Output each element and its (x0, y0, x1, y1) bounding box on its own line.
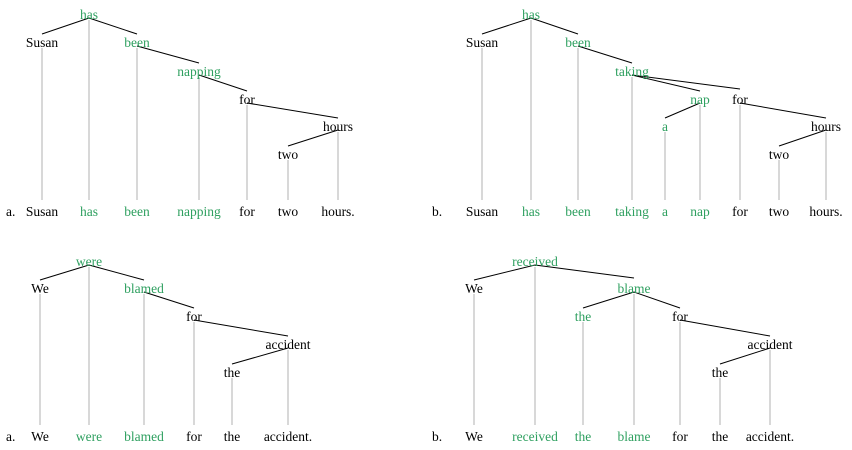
tree-node-for: for (732, 92, 748, 107)
dependency-edge (719, 347, 771, 365)
tree-node-we: We (465, 281, 483, 296)
tree-node-a: a (662, 119, 668, 134)
sentence-word: a (662, 204, 668, 219)
dependency-edge (88, 17, 138, 35)
dependency-edge (664, 102, 701, 119)
dependency-edge (577, 45, 633, 64)
tree-node-accident: accident (265, 337, 311, 352)
dependency-edge (778, 129, 827, 147)
dependency-edge (534, 264, 635, 279)
tree-node-two: two (768, 147, 790, 162)
sentence-word: We (465, 429, 483, 444)
tree-node-hours: hours (323, 119, 353, 134)
tree-node-received: received (512, 254, 558, 269)
example-label: a. (6, 204, 16, 219)
tree-edges (481, 17, 827, 200)
dependency-edge (246, 102, 339, 119)
sentence-word: the (223, 429, 241, 444)
sentence-word: for (732, 204, 748, 219)
tree-node-the2: the (711, 365, 729, 380)
sentence-word: the (711, 429, 729, 444)
tree-node-accident: accident (747, 337, 793, 352)
sentence-word: for (672, 429, 688, 444)
tree-node-for: for (186, 309, 202, 324)
tree-edges (41, 17, 339, 200)
tree-node-napping: napping (177, 64, 221, 79)
example-label: b. (432, 204, 443, 219)
tree-edges (473, 264, 771, 425)
sentence-word: were (75, 429, 103, 444)
dependency-edge (143, 291, 195, 309)
sentence-word: for (239, 204, 255, 219)
example-label: a. (6, 429, 16, 444)
dependency-edge (679, 319, 771, 337)
tree-node-taking: taking (615, 64, 649, 79)
tree-node-hours: hours (811, 119, 841, 134)
sentence-word: two (768, 204, 790, 219)
dependency-edge (633, 291, 681, 309)
sentence-word: the (574, 429, 592, 444)
sentence-word: accident. (745, 429, 795, 444)
tree-node-been: been (124, 35, 150, 50)
tree-node-were: were (75, 254, 103, 269)
sentence-word: been (565, 204, 591, 219)
tree-node-susan: Susan (25, 35, 59, 50)
sentence-word: Susan (25, 204, 59, 219)
tree-node-for: for (672, 309, 688, 324)
dependency-edge (582, 291, 635, 309)
dependency-edge (41, 17, 90, 35)
sentence-word: two (277, 204, 299, 219)
dependency-edge (631, 74, 741, 90)
sentence-word: We (31, 429, 49, 444)
sentence-word: been (124, 204, 150, 219)
dependency-edge (198, 74, 248, 92)
tree-edges (39, 264, 289, 425)
dependency-edge (530, 17, 579, 35)
dependency-edge (39, 264, 90, 281)
tree-node-the1: the (574, 309, 592, 324)
sentence-word: hours. (321, 204, 355, 219)
tree-node-has: has (522, 7, 540, 22)
dependency-edge (739, 102, 827, 119)
dependency-edge (231, 347, 289, 365)
sentence-word: hours. (809, 204, 843, 219)
dependency-edge (88, 264, 145, 281)
example-label: b. (432, 429, 443, 444)
tree-node-been: been (565, 35, 591, 50)
sentence-word: blame (617, 429, 651, 444)
tree-node-we: We (31, 281, 49, 296)
sentence-word: Susan (465, 204, 499, 219)
tree-node-for: for (239, 92, 255, 107)
sentence-word: received (512, 429, 558, 444)
tree-node-two: two (277, 147, 299, 162)
sentence-word: accident. (263, 429, 313, 444)
tree-node-has: has (80, 7, 98, 22)
tree-node-nap: nap (690, 92, 710, 107)
sentence-word: has (522, 204, 540, 219)
dependency-edge (136, 45, 200, 64)
sentence-word: napping (177, 204, 221, 219)
tree-node-blame: blame (617, 281, 651, 296)
sentence-word: for (186, 429, 202, 444)
tree-node-blamed: blamed (124, 281, 164, 296)
sentence-word: taking (615, 204, 649, 219)
tree-node-the: the (223, 365, 241, 380)
dependency-edge (481, 17, 532, 35)
sentence-word: has (80, 204, 98, 219)
dependency-edge (473, 264, 536, 281)
dependency-edge (631, 74, 701, 92)
sentence-word: blamed (124, 429, 164, 444)
dependency-edge (193, 319, 289, 337)
dependency-edge (287, 129, 339, 147)
tree-node-susan: Susan (465, 35, 499, 50)
sentence-word: nap (690, 204, 710, 219)
